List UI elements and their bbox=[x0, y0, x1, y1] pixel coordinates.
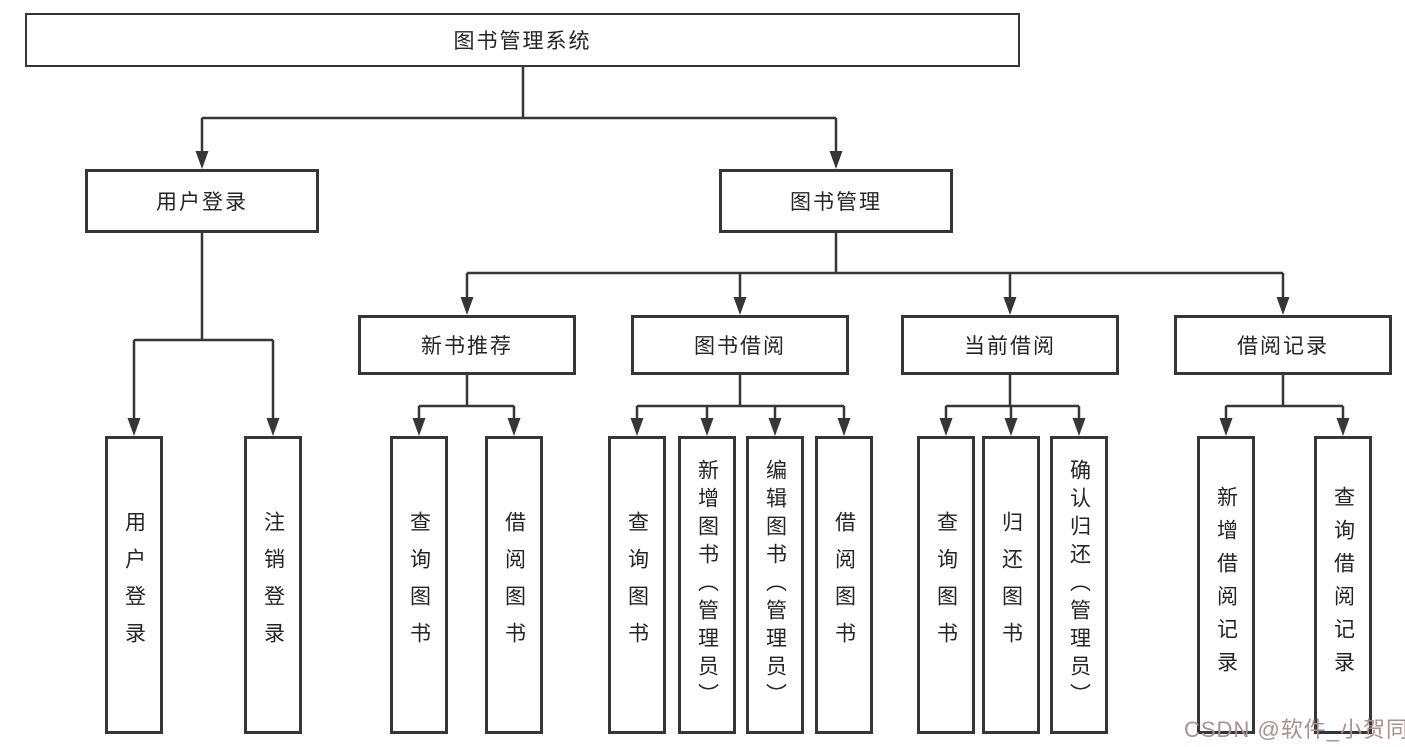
node-book-management-label: 图书管理 bbox=[790, 191, 882, 214]
leaf-edit-books-admin-label: 编辑图书（管理员） bbox=[763, 459, 787, 711]
leaf-query-books-current: 查询图书 bbox=[917, 436, 975, 734]
arrowhead-icons bbox=[127, 151, 1350, 436]
leaf-query-books-recommend: 查询图书 bbox=[390, 436, 448, 734]
node-user-login: 用户登录 bbox=[85, 169, 319, 233]
leaf-query-borrow-record-label: 查询借阅记录 bbox=[1331, 486, 1355, 684]
node-book-borrowing-label: 图书借阅 bbox=[694, 335, 786, 358]
node-library-system: 图书管理系统 bbox=[25, 13, 1020, 67]
leaf-logout-label: 注销登录 bbox=[261, 511, 285, 659]
node-current-borrowing-label: 当前借阅 bbox=[964, 335, 1056, 358]
leaf-query-borrow-record: 查询借阅记录 bbox=[1314, 436, 1372, 734]
leaf-user-login-label: 用户登录 bbox=[122, 511, 146, 659]
leaf-confirm-return-admin: 确认归还（管理员） bbox=[1050, 436, 1108, 734]
node-borrowing-records-label: 借阅记录 bbox=[1237, 335, 1329, 358]
leaf-edit-books-admin: 编辑图书（管理员） bbox=[746, 436, 804, 734]
leaf-add-books-admin-label: 新增图书（管理员） bbox=[695, 459, 719, 711]
node-current-borrowing: 当前借阅 bbox=[901, 315, 1119, 375]
node-book-borrowing: 图书借阅 bbox=[631, 315, 849, 375]
leaf-add-books-admin: 新增图书（管理员） bbox=[678, 436, 736, 734]
leaf-logout: 注销登录 bbox=[244, 436, 302, 734]
node-library-system-label: 图书管理系统 bbox=[453, 30, 592, 53]
leaf-borrow-books-recommend: 借阅图书 bbox=[485, 436, 543, 734]
node-new-book-recommendation-label: 新书推荐 bbox=[421, 335, 513, 358]
node-new-book-recommendation: 新书推荐 bbox=[358, 315, 576, 375]
leaf-add-borrow-record-label: 新增借阅记录 bbox=[1214, 486, 1238, 684]
leaf-query-books-borrowing-label: 查询图书 bbox=[625, 511, 649, 659]
watermark: CSDN @软件_小贺同学 bbox=[1184, 717, 1405, 742]
node-book-management: 图书管理 bbox=[719, 169, 953, 233]
leaf-borrow-books-label: 借阅图书 bbox=[832, 511, 856, 659]
leaf-add-borrow-record: 新增借阅记录 bbox=[1197, 436, 1255, 734]
leaf-user-login: 用户登录 bbox=[105, 436, 163, 734]
leaf-borrow-books-recommend-label: 借阅图书 bbox=[502, 511, 526, 659]
leaf-query-books-current-label: 查询图书 bbox=[934, 511, 958, 659]
node-borrowing-records: 借阅记录 bbox=[1174, 315, 1392, 375]
leaf-return-books-label: 归还图书 bbox=[999, 511, 1023, 659]
node-user-login-label: 用户登录 bbox=[156, 191, 248, 214]
leaf-query-books-borrowing: 查询图书 bbox=[608, 436, 666, 734]
leaf-confirm-return-admin-label: 确认归还（管理员） bbox=[1067, 459, 1091, 711]
leaf-borrow-books: 借阅图书 bbox=[815, 436, 873, 734]
leaf-return-books: 归还图书 bbox=[982, 436, 1040, 734]
leaf-query-books-recommend-label: 查询图书 bbox=[407, 511, 431, 659]
